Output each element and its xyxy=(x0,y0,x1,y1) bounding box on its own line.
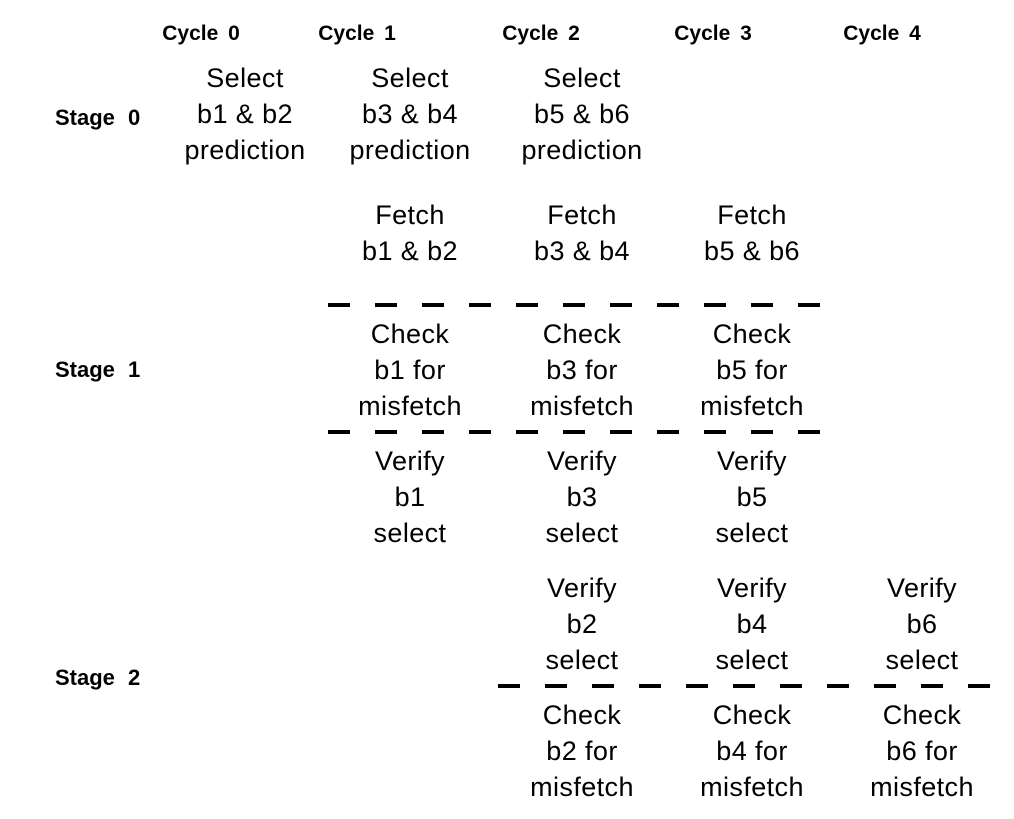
stage-label-2: Stage 2 xyxy=(55,665,141,690)
dashed-divider-stage2 xyxy=(498,684,1000,688)
cell-stage1-fetch-cycle2: Fetch b3 & b4 xyxy=(534,200,630,266)
cell-stage2-check-cycle3: Check b4 for misfetch xyxy=(700,700,804,802)
cell-stage1-verify-cycle2: Verify b3 select xyxy=(545,446,619,548)
dashed-divider-stage1-lower xyxy=(328,430,825,434)
cell-stage0-predict-cycle1: Select b3 & b4 prediction xyxy=(349,63,471,165)
cycle-header-1: Cycle 1 xyxy=(318,22,396,45)
cell-stage1-verify-cycle1: Verify b1 select xyxy=(373,446,447,548)
cycle-header-3: Cycle 3 xyxy=(674,22,752,45)
stage-label-1: Stage 1 xyxy=(55,357,141,382)
cell-stage2-verify-cycle4: Verify b6 select xyxy=(885,573,959,675)
cell-stage2-verify-cycle2: Verify b2 select xyxy=(545,573,619,675)
cell-stage2-check-cycle2: Check b2 for misfetch xyxy=(530,700,634,802)
cell-stage2-verify-cycle3: Verify b4 select xyxy=(715,573,789,675)
dashed-divider-stage1-upper xyxy=(328,303,825,307)
stage-label-0: Stage 0 xyxy=(55,105,141,130)
cell-stage2-check-cycle4: Check b6 for misfetch xyxy=(870,700,974,802)
cell-stage0-predict-cycle2: Select b5 & b6 prediction xyxy=(521,63,643,165)
cell-stage0-predict-cycle0: Select b1 & b2 prediction xyxy=(184,63,306,165)
cycle-header-4: Cycle 4 xyxy=(843,22,921,45)
cycle-header-0: Cycle 0 xyxy=(162,22,240,45)
cell-stage1-fetch-cycle3: Fetch b5 & b6 xyxy=(704,200,800,266)
cycle-header-2: Cycle 2 xyxy=(502,22,580,45)
cell-stage1-check-cycle3: Check b5 for misfetch xyxy=(700,319,804,421)
cell-stage1-verify-cycle3: Verify b5 select xyxy=(715,446,789,548)
cell-stage1-fetch-cycle1: Fetch b1 & b2 xyxy=(362,200,458,266)
cell-stage1-check-cycle2: Check b3 for misfetch xyxy=(530,319,634,421)
cell-stage1-check-cycle1: Check b1 for misfetch xyxy=(358,319,462,421)
